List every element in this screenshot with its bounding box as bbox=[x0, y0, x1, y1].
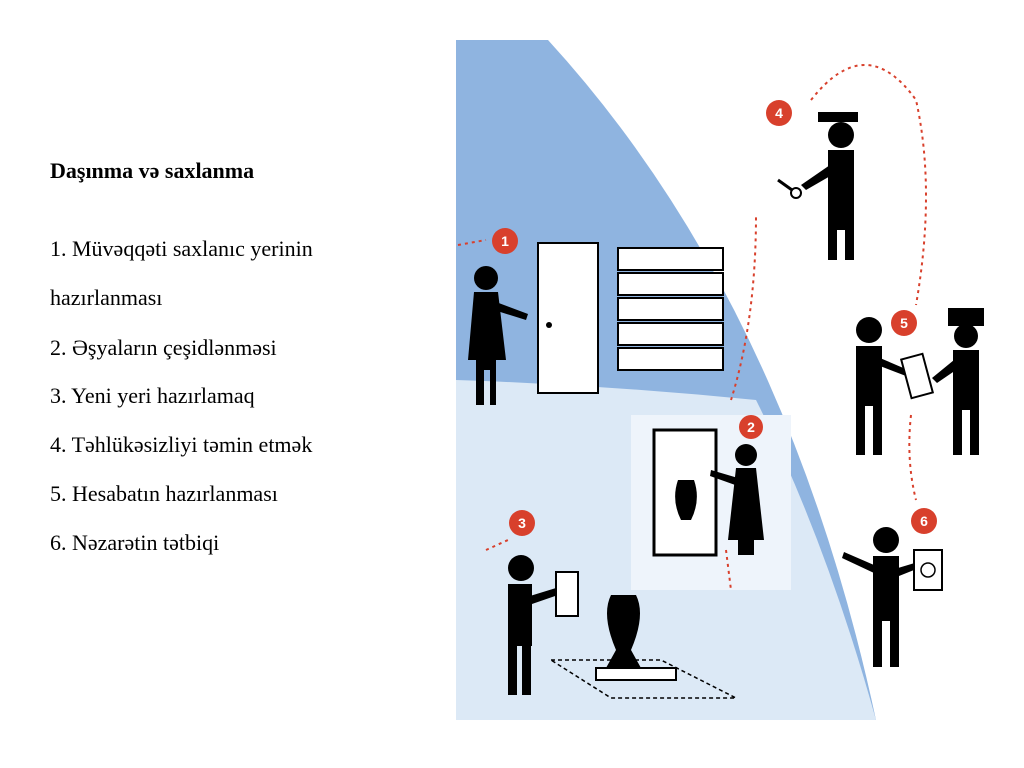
svg-text:1: 1 bbox=[501, 233, 509, 249]
svg-text:3: 3 bbox=[518, 515, 526, 531]
person-5b-guard-icon bbox=[932, 308, 984, 455]
list-item: 4. Təhlükəsizliyi təmin etmək bbox=[50, 432, 313, 457]
svg-text:6: 6 bbox=[920, 513, 928, 529]
key-icon bbox=[777, 178, 802, 199]
step-badge-2: 2 bbox=[739, 415, 763, 439]
clock-icon bbox=[920, 562, 936, 578]
slide-title: Daşınma və saxlanma bbox=[50, 158, 255, 183]
person-5a-icon bbox=[856, 317, 908, 455]
step-badge-3: 3 bbox=[509, 510, 535, 536]
step-badge-4: 4 bbox=[766, 100, 792, 126]
svg-text:2: 2 bbox=[747, 419, 755, 435]
list-item: 6. Nəzarətin tətbiqi bbox=[50, 530, 220, 555]
moving-storage-illustration: 1 2 3 4 5 6 bbox=[456, 40, 984, 720]
list-item: hazırlanması bbox=[50, 285, 163, 310]
boards-icon bbox=[617, 247, 724, 371]
flow-arrows bbox=[457, 64, 927, 591]
list-item: 3. Yeni yeri hazırlamaq bbox=[50, 383, 255, 408]
amphora-icon bbox=[606, 595, 641, 668]
step-badge-1: 1 bbox=[492, 228, 518, 254]
person-4-guard-icon bbox=[801, 112, 858, 260]
svg-text:5: 5 bbox=[900, 315, 908, 331]
list-item: 2. Əşyaların çeşidlənməsi bbox=[50, 335, 277, 360]
person-2-icon bbox=[710, 444, 764, 555]
step-badge-6: 6 bbox=[911, 508, 937, 534]
clipboard-icon bbox=[899, 352, 935, 400]
pallet-icon bbox=[595, 667, 677, 681]
clipboard-icon bbox=[555, 571, 579, 617]
person-3-icon bbox=[508, 555, 558, 695]
svg-text:4: 4 bbox=[775, 105, 783, 121]
door-icon bbox=[537, 242, 599, 394]
vase-icon bbox=[675, 480, 697, 520]
person-1-icon bbox=[468, 266, 528, 405]
list-item: 1. Müvəqqəti saxlanıc yerinin bbox=[50, 236, 313, 261]
clipboard-clock-icon bbox=[913, 549, 943, 591]
list-item: 5. Hesabatın hazırlanması bbox=[50, 481, 278, 506]
person-6-icon bbox=[842, 527, 919, 667]
step-badge-5: 5 bbox=[891, 310, 917, 336]
